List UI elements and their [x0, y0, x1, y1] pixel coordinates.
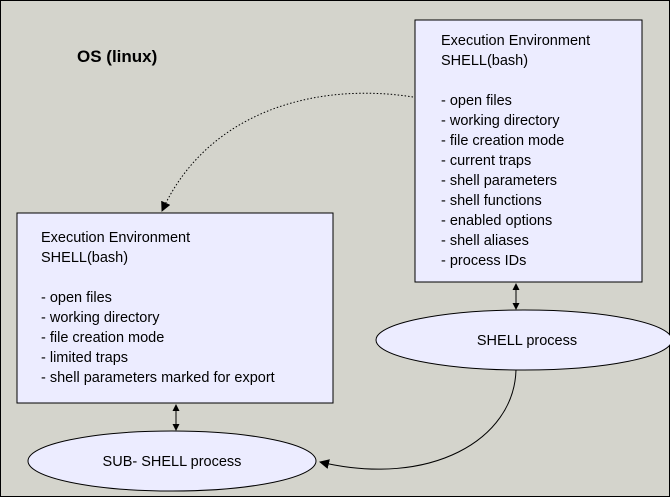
parent-env-item: - shell functions [441, 193, 542, 209]
subshell-env-item: - shell parameters marked for export [41, 370, 275, 386]
subshell-environment-box: Execution Environment SHELL(bash) - open… [16, 212, 334, 404]
parent-environment-title: Execution Environment [441, 33, 590, 49]
parent-env-item: - shell aliases [441, 233, 529, 249]
subshell-env-item: - open files [41, 290, 112, 306]
subshell-environment-shell: SHELL(bash) [41, 250, 128, 266]
parent-environment-frame [414, 19, 643, 283]
parent-environment-box: Execution Environment SHELL(bash) - open… [414, 19, 643, 283]
subshell-environment-title: Execution Environment [41, 230, 190, 246]
parent-env-item: - open files [441, 93, 512, 109]
os-label: OS (linux) [77, 47, 157, 66]
parent-env-item: - working directory [441, 113, 560, 129]
subshell-process-node: SUB- SHELL process [27, 430, 317, 492]
parent-env-item: - current traps [441, 153, 531, 169]
shell-process-label: SHELL process [477, 333, 577, 349]
subshell-env-item: - limited traps [41, 350, 128, 366]
fork-arrow [319, 369, 517, 470]
parent-env-item: - enabled options [441, 213, 552, 229]
subshell-process-label: SUB- SHELL process [103, 454, 242, 470]
shell-process-ellipse [375, 309, 670, 371]
subshell-env-item: - file creation mode [41, 330, 164, 346]
subshell-process-ellipse [27, 430, 317, 492]
parent-env-item: - shell parameters [441, 173, 557, 189]
parent-environment-shell: SHELL(bash) [441, 53, 528, 69]
subshell-env-item: - working directory [41, 310, 160, 326]
parent-env-item: - process IDs [441, 253, 526, 269]
shell-process-node: SHELL process [375, 309, 670, 371]
subshell-environment-frame [16, 212, 334, 404]
parent-env-item: - file creation mode [441, 133, 564, 149]
